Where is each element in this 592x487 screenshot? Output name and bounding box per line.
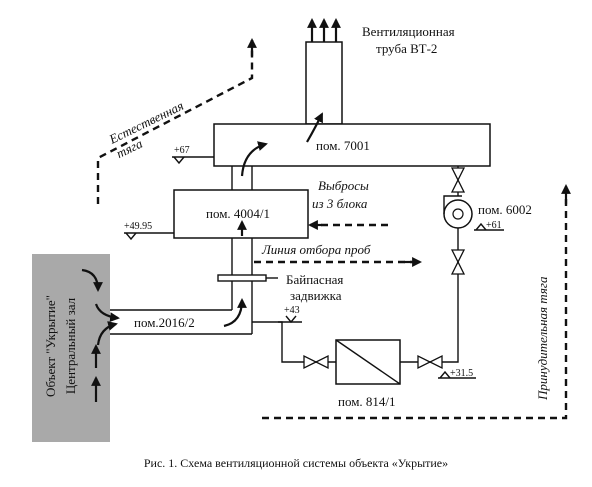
svg-text:+43: +43	[284, 305, 300, 316]
room-6002-label: пом. 6002	[478, 202, 532, 217]
forced-draft-line	[262, 192, 568, 420]
bypass-gate	[217, 274, 278, 282]
forced-pipe-right	[400, 262, 459, 363]
valve-vertical-upper	[450, 167, 466, 193]
room-814-diagonal	[335, 339, 401, 385]
level-mark-61: +61	[474, 220, 504, 231]
svg-text:Объект "Укрытие": Объект "Укрытие"	[43, 295, 58, 397]
flow-arrow-7001-up	[306, 112, 323, 143]
room-7001-label: пом. 7001	[316, 138, 370, 153]
emissions-label-1: Выбросы	[318, 178, 369, 193]
sampling-label: Линия отбора проб	[261, 242, 371, 257]
flow-arrow-object-2	[94, 303, 120, 323]
emissions-label-2: из 3 блока	[312, 196, 368, 211]
svg-text:+31.5: +31.5	[450, 368, 473, 379]
room-814-label: пом. 814/1	[338, 394, 396, 409]
valve-right	[417, 354, 443, 370]
level-mark-4995: +49.95	[124, 221, 174, 241]
vent-pipe-vt2	[305, 41, 343, 125]
svg-text:Естественная: Естественная	[106, 98, 186, 147]
svg-text:Центральный зал: Центральный зал	[63, 297, 78, 394]
svg-text:+49.95: +49.95	[124, 221, 152, 232]
vent-pipe-label-2: труба ВТ-2	[376, 41, 437, 56]
fan-6002	[443, 195, 473, 229]
level-mark-67: +67	[172, 145, 214, 165]
flow-arrow-object-3	[96, 321, 118, 346]
flow-arrow-2016-up	[223, 298, 247, 328]
valve-left	[303, 354, 329, 370]
valve-vertical-lower	[450, 249, 466, 275]
natural-draft-line	[96, 40, 254, 204]
svg-text:+61: +61	[486, 220, 502, 231]
level-mark-43: +43	[252, 305, 302, 324]
vent-pipe-label-1: Вентиляционная	[362, 24, 455, 39]
flow-arrow-object-1	[81, 268, 103, 292]
forced-draft-label: Принудительная тяга	[535, 276, 550, 401]
level-mark-315: +31.5	[438, 368, 476, 379]
bypass-label-2: задвижка	[290, 288, 342, 303]
figure-caption: Рис. 1. Схема вентиляционной системы объ…	[143, 456, 449, 470]
flow-arrow-4004-to-7001	[240, 141, 268, 177]
svg-text:+67: +67	[174, 145, 190, 156]
room-2016-label: пом.2016/2	[134, 315, 195, 330]
svg-text:Принудительная тяга: Принудительная тяга	[535, 276, 550, 401]
object-ukrytie-label: Объект "Укрытие" Центральный зал	[43, 295, 78, 397]
bypass-label-1: Байпасная	[286, 272, 343, 287]
room-4004-label: пом. 4004/1	[206, 206, 270, 221]
